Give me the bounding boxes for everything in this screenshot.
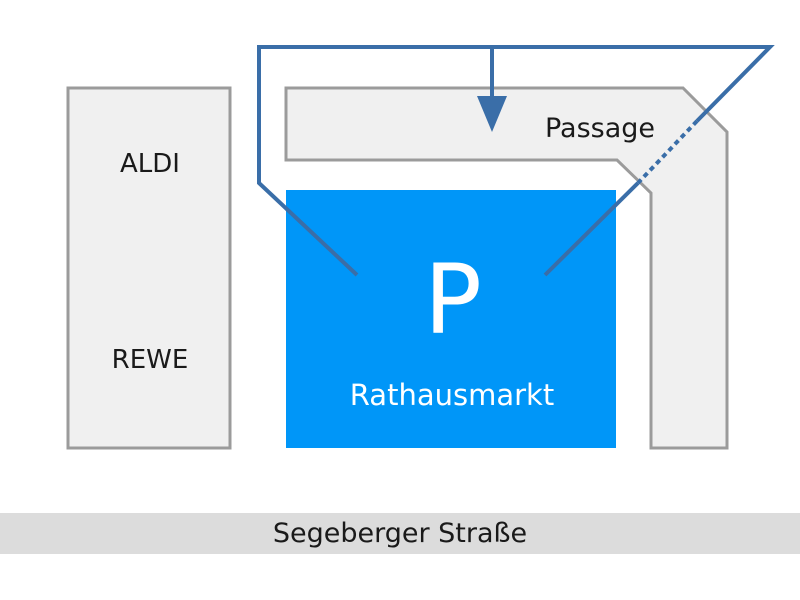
parking-name: Rathausmarkt bbox=[350, 378, 554, 412]
passage-label: Passage bbox=[545, 113, 655, 144]
route-line-right bbox=[543, 181, 640, 277]
building-label-rewe: REWE bbox=[112, 345, 189, 375]
left-building bbox=[66, 86, 232, 450]
street-band bbox=[0, 513, 800, 554]
arrow-down-icon bbox=[477, 47, 507, 132]
route-line-left bbox=[257, 45, 775, 277]
building-label-aldi: ALDI bbox=[120, 149, 180, 179]
passage-building bbox=[284, 86, 729, 450]
street-name: Segeberger Straße bbox=[273, 518, 527, 549]
parking-area bbox=[286, 190, 616, 448]
parking-symbol: P bbox=[424, 244, 482, 356]
